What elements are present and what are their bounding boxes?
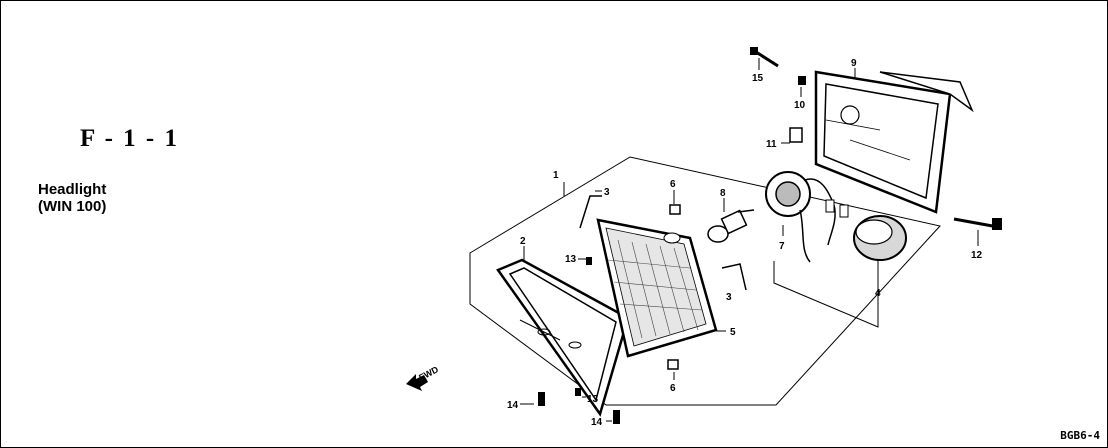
- adjusting-screw: [953, 217, 1002, 230]
- section-code: F - 1 - 1: [80, 125, 179, 152]
- callout-14-left: 14: [507, 400, 519, 411]
- bolt-15: [750, 47, 779, 68]
- reference-code: BGB6-4: [1060, 429, 1100, 442]
- callout-13-upper: 13: [565, 254, 577, 265]
- callout-14-right: 14: [591, 417, 603, 428]
- nut-6-lower: [667, 359, 679, 370]
- screw-14-left: [538, 392, 545, 406]
- nut-6-upper: [669, 204, 681, 215]
- callout-7: 7: [779, 241, 785, 252]
- callout-6-lower: 6: [670, 383, 676, 394]
- callout-13-lower: 13: [587, 394, 599, 405]
- leader-lines: [520, 58, 979, 422]
- headlight-rim: [496, 258, 630, 417]
- screw-13-upper: [586, 257, 592, 265]
- callout-4: 4: [875, 288, 881, 299]
- bulb-socket: [765, 171, 849, 263]
- callout-1: 1: [553, 170, 559, 181]
- headlight-case: [814, 70, 974, 214]
- title-line-2: (WIN 100): [38, 198, 107, 215]
- title-line-1: Headlight: [38, 181, 107, 198]
- screw-14-right: [613, 410, 620, 424]
- bracket-4-7: [773, 260, 879, 328]
- screw-13-lower: [575, 388, 581, 396]
- callout-2: 2: [520, 236, 526, 247]
- callout-3-left: 3: [604, 187, 610, 198]
- nut-10: [798, 76, 806, 85]
- clip-11: [789, 127, 803, 143]
- diagram-title: Headlight (WIN 100): [38, 181, 106, 215]
- spring-3-right: [721, 263, 747, 291]
- callout-8: 8: [720, 188, 726, 199]
- spring-3-left: [579, 195, 602, 229]
- headlight-bulb: [707, 209, 755, 243]
- fwd-arrow-icon: FWD: [406, 364, 440, 391]
- callout-5: 5: [730, 327, 736, 338]
- dust-cover: [853, 215, 907, 261]
- fwd-label: FWD: [417, 364, 440, 383]
- callout-3-right: 3: [726, 292, 732, 303]
- callout-9: 9: [851, 58, 857, 69]
- assembly-outline: [469, 156, 941, 406]
- callout-15: 15: [752, 73, 764, 84]
- callout-12: 12: [971, 250, 983, 261]
- headlight-lens-unit: [596, 218, 718, 358]
- callout-11: 11: [766, 139, 777, 150]
- callout-6-upper: 6: [670, 179, 676, 190]
- callout-10: 10: [794, 100, 806, 111]
